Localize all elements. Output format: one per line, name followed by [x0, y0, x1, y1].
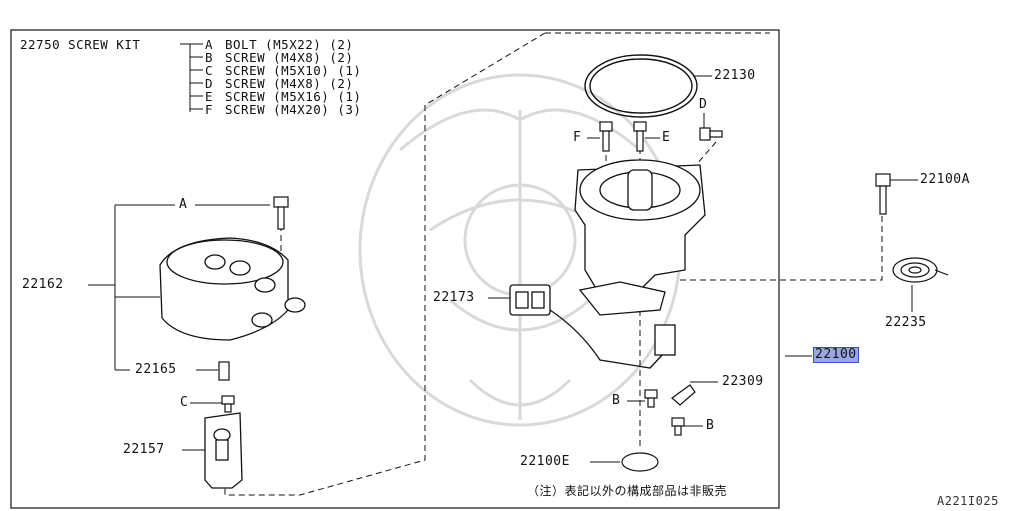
screw-e: [633, 121, 647, 152]
bracket-22309: [671, 384, 696, 406]
oring-22100e: [621, 452, 659, 472]
kit-item-b-desc: SCREW (M4X8) (2): [225, 50, 354, 65]
kit-item-a-letter: A: [205, 37, 214, 52]
label-22100e[interactable]: 22100E: [520, 454, 570, 469]
kit-item-a-desc: BOLT (M5X22) (2): [225, 37, 354, 52]
kit-item-c-letter: C: [205, 63, 214, 78]
connector-22165: [218, 361, 230, 381]
label-screw-c: C: [180, 395, 189, 410]
bolt-a: [273, 196, 289, 230]
label-22157[interactable]: 22157: [123, 442, 165, 457]
screw-kit-title[interactable]: 22750 SCREW KIT: [20, 37, 141, 52]
screw-b-lower: [671, 417, 685, 436]
harness-22173: [509, 284, 676, 369]
label-22173[interactable]: 22173: [433, 290, 475, 305]
spring-22235: [892, 257, 949, 283]
screw-kit-tree: [180, 43, 203, 112]
screw-b-upper: [644, 389, 658, 408]
kit-item-b-letter: B: [205, 50, 214, 65]
kit-item-f-desc: SCREW (M4X20) (3): [225, 102, 362, 117]
label-22130[interactable]: 22130: [714, 68, 756, 83]
label-screw-f: F: [573, 130, 582, 145]
oring-22130: [584, 54, 698, 118]
kit-item-e-letter: E: [205, 89, 214, 104]
label-22162[interactable]: 22162: [22, 277, 64, 292]
diagram-code: A221I025: [937, 494, 999, 508]
label-screw-d: D: [699, 97, 708, 112]
kit-item-e-desc: SCREW (M5X16) (1): [225, 89, 362, 104]
note-non-sale: （注）表記以外の構成部品は非販売: [527, 484, 728, 498]
label-screw-b-lower: B: [706, 418, 715, 433]
kit-item-d-desc: SCREW (M4X8) (2): [225, 76, 354, 91]
kit-item-c-desc: SCREW (M5X10) (1): [225, 63, 362, 78]
bolt-22100a: [875, 173, 891, 215]
label-22100-highlighted[interactable]: 22100: [813, 347, 859, 363]
label-22165[interactable]: 22165: [135, 362, 177, 377]
label-22235[interactable]: 22235: [885, 315, 927, 330]
solid-leaders: [88, 75, 918, 463]
label-bolt-a: A: [179, 197, 188, 212]
label-screw-b-upper: B: [612, 393, 621, 408]
screw-f: [599, 121, 613, 152]
label-22100a[interactable]: 22100A: [920, 172, 970, 187]
rotor-22157: [204, 412, 243, 489]
kit-item-d-letter: D: [205, 76, 214, 91]
screw-d: [699, 127, 723, 141]
kit-item-f-letter: F: [205, 102, 214, 117]
label-22309[interactable]: 22309: [722, 374, 764, 389]
distributor-22100: [574, 159, 706, 316]
label-screw-e: E: [662, 130, 671, 145]
diagram-frame: [10, 29, 780, 509]
cap-22162: [159, 237, 306, 341]
screw-c: [221, 395, 235, 413]
